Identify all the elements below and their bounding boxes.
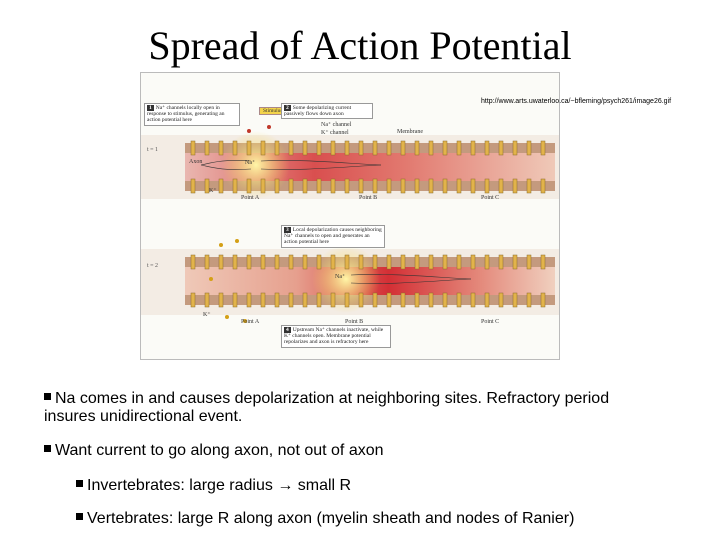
bullet-marker [44,393,51,401]
callout-4-text: Upstream Na⁺ channels inactivate, while … [284,327,384,346]
callout-1-text: Na⁺ channels locally open in response to… [147,105,225,124]
k-label-2: K⁺ [203,312,211,318]
bullet-2: Want current to go along axon, not out o… [44,442,664,460]
point-a-label-1: Point A [241,195,260,201]
point-b-label-1: Point B [359,195,378,201]
na-label-inside-2: Na⁺ [335,274,346,280]
bullet-1-text: Na comes in and causes depolarization at… [44,390,610,425]
callout-1-number: 1 [147,105,154,112]
current-arrows-2 [350,274,472,284]
bullet-2-text: Want current to go along axon, not out o… [55,442,384,459]
point-c-label-1: Point C [481,195,500,201]
k-label-1: K⁺ [209,188,217,194]
membrane-bottom-1 [185,181,555,191]
callout-2-number: 2 [284,105,291,112]
k-ions [209,239,247,323]
na-channel-label: Na⁺ channel [321,122,352,128]
bullet-4: Vertebrates: large R along axon (myelin … [76,510,696,528]
row-label-t1: t = 1 [147,147,159,153]
bullet-marker [44,445,51,453]
callout-2-text: Some depolarizing current passively flow… [284,105,352,118]
axon-diagram [141,125,559,323]
callout-4-number: 4 [284,327,291,334]
ion-channels-2 [190,254,546,308]
bullet-1: Na comes in and causes depolarization at… [44,390,664,426]
bullet-marker [76,513,83,521]
bullet-3-text: Invertebrates: large radius → small R [87,477,352,494]
membrane-label: Membrane [397,129,423,135]
point-a-label-2: Point A [241,319,260,325]
membrane-top-1 [185,143,555,153]
callout-3-text: Local depolarization causes neighboring … [284,227,382,246]
bullet-4-text: Vertebrates: large R along axon (myelin … [87,510,575,527]
slide-title: Spread of Action Potential [148,23,572,68]
current-arrows-1 [200,160,382,170]
row-label-t2: t = 2 [147,263,159,269]
axon-label: Axon [189,159,203,165]
k-channel-label: K⁺ channel [321,130,349,136]
source-url[interactable]: http://www.arts.uwaterloo.ca/~bfleming/p… [481,98,672,105]
bullet-marker [76,480,83,488]
callout-3-number: 3 [284,227,291,234]
point-c-label-2: Point C [481,319,500,325]
ion-channels-1 [190,140,546,194]
stimulus-burst [222,131,290,199]
na-label-inside: Na⁺ [245,160,256,166]
point-b-label-2: Point B [345,319,364,325]
bullet-3: Invertebrates: large radius → small R [76,477,676,495]
